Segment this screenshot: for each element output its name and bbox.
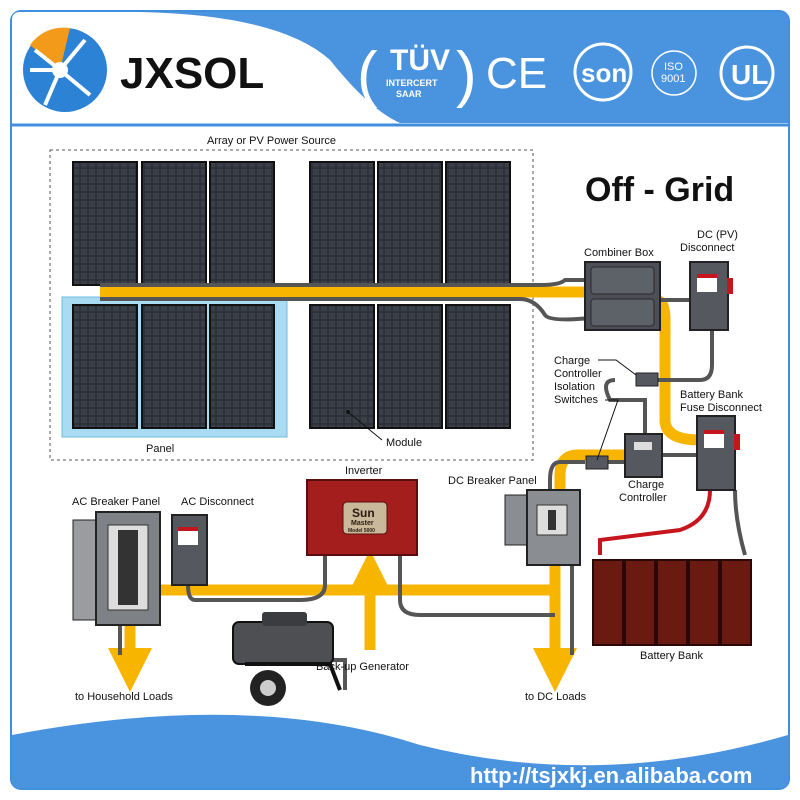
inverter-model: Model 5000 [348, 528, 375, 534]
module-pointer-dot [346, 410, 350, 414]
solar-module [445, 304, 511, 429]
inverter-brand-1: Sun [352, 506, 375, 520]
dc-breaker-panel-label: DC Breaker Panel [448, 475, 537, 487]
fuse-label-1: Battery Bank [680, 389, 743, 401]
isolation-label-4: Switches [554, 394, 599, 406]
ce-logo: CE [486, 49, 547, 98]
isolation-label-1: Charge [554, 355, 590, 367]
solar-module [209, 304, 275, 429]
solar-module [72, 161, 138, 286]
battery-cell [624, 559, 656, 646]
fuse-label-2: Fuse Disconnect [680, 402, 762, 414]
battery-bank [592, 559, 752, 646]
brand-logo-icon [23, 27, 107, 112]
combiner-box-label: Combiner Box [584, 247, 654, 259]
battery-cell [688, 559, 720, 646]
tuv-saar: SAAR [396, 89, 422, 99]
footer-wave [12, 714, 788, 788]
solar-module [309, 304, 375, 429]
tuv-logo: TÜV [390, 44, 450, 77]
isolation-switch-lower [585, 455, 609, 470]
solar-module [209, 161, 275, 286]
tuv-paren-left: ( [357, 40, 378, 109]
module-label: Module [386, 437, 422, 449]
solar-module [377, 161, 443, 286]
isolation-label-2: Controller [554, 368, 602, 380]
solar-module [141, 304, 207, 429]
solar-module [309, 161, 375, 286]
isolation-switch-upper [635, 372, 659, 387]
inverter-label: Inverter [345, 465, 383, 477]
battery-fuse-disconnect [696, 415, 740, 491]
solar-module [377, 304, 443, 429]
solar-module [72, 304, 138, 429]
battery-cell [592, 559, 624, 646]
svg-text:son: son [581, 58, 627, 88]
dc-breaker-panel [504, 489, 581, 566]
panel-label: Panel [146, 443, 174, 455]
ac-disconnect-label: AC Disconnect [181, 496, 254, 508]
backup-generator [232, 612, 342, 706]
charge-controller-label-2: Controller [619, 492, 667, 504]
svg-text:ISO: ISO [664, 61, 683, 73]
iso-9001-logo: ISO 9001 [651, 50, 697, 96]
isolation-label-3: Isolation [554, 381, 595, 393]
isolation-pointers [596, 359, 637, 461]
battery-bank-label: Battery Bank [640, 650, 703, 662]
dc-pv-label-2: Disconnect [680, 242, 734, 254]
ac-breaker-panel-label: AC Breaker Panel [72, 496, 160, 508]
battery-cables [598, 489, 712, 555]
svg-text:UL: UL [731, 59, 768, 90]
generator-label: Back-up Generator [316, 661, 409, 673]
ac-disconnect [171, 514, 208, 586]
battery-cell [720, 559, 752, 646]
solar-module [445, 161, 511, 286]
dc-pv-label-1: DC (PV) [697, 229, 738, 241]
module-pointer [347, 411, 383, 441]
combiner-box [584, 261, 661, 331]
svg-text:9001: 9001 [661, 73, 685, 85]
diagram-title: Off - Grid [585, 171, 734, 209]
inverter: Sun Master Model 5000 [306, 479, 418, 556]
battery-cell [656, 559, 688, 646]
array-label: Array or PV Power Source [207, 135, 336, 147]
array-boundary [49, 149, 534, 461]
son-logo: son [573, 42, 633, 102]
charge-controller-label-1: Charge [628, 479, 664, 491]
solar-module [141, 161, 207, 286]
ac-breaker-panel [72, 511, 161, 626]
certification-logos: ( TÜV INTERCERT SAAR ) CE son ISO 9001 U… [357, 40, 775, 109]
cables [100, 278, 714, 690]
inverter-brand-2: Master [351, 520, 374, 527]
header-banner [12, 12, 788, 127]
solar-panels [72, 161, 511, 429]
charge-controller [624, 433, 663, 478]
dc-loads-label: to DC Loads [525, 691, 587, 703]
footer-url[interactable]: http://tsjxkj.en.alibaba.com [470, 763, 752, 788]
dc-pv-disconnect [689, 261, 733, 331]
ul-logo: UL [719, 45, 775, 101]
tuv-paren-right: ) [456, 40, 477, 109]
brand-name: JXSOL [120, 49, 264, 98]
household-loads-label: to Household Loads [75, 691, 173, 703]
tuv-intercert: INTERCERT [386, 78, 438, 88]
